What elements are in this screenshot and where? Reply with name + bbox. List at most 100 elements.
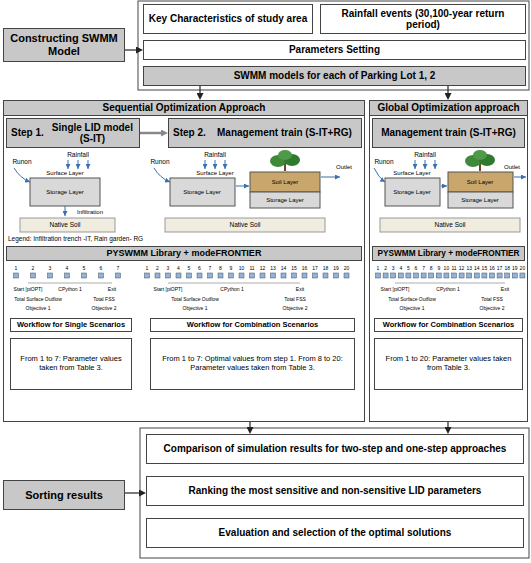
workflow-node-icon bbox=[31, 273, 36, 278]
workflow-label: 19 bbox=[333, 266, 339, 271]
sketch-label: Runon bbox=[150, 159, 169, 166]
box-text: From 1 to 7: Parameter values taken from… bbox=[15, 355, 127, 372]
workflow-node-icon bbox=[48, 273, 53, 278]
workflow-label: CPython 1 bbox=[436, 287, 459, 292]
workflow-label: 1 bbox=[377, 266, 380, 271]
workflow-label: 10 bbox=[239, 266, 245, 271]
workflow-label: 11 bbox=[451, 266, 456, 271]
workflow-node-icon bbox=[229, 273, 234, 278]
sketch-label: Native Soil bbox=[49, 222, 80, 229]
workflow-label: Start [piOPT] bbox=[154, 287, 183, 292]
workflow-label: Start [piOPT] bbox=[14, 287, 43, 292]
box-text: Evaluation and selection of the optimal … bbox=[219, 527, 452, 539]
workflow-label: CPython 1 bbox=[58, 287, 81, 292]
process-box: From 1 to 7: Optimal values from step 1.… bbox=[150, 338, 355, 390]
workflow-node-icon bbox=[271, 273, 276, 278]
workflow-label: 4 bbox=[177, 266, 180, 271]
process-box: Step 1.Single LID model (S-IT) bbox=[6, 118, 140, 148]
workflow-label: Exit bbox=[501, 287, 509, 292]
workflow-label: 17 bbox=[312, 266, 318, 271]
workflow-label: 19 bbox=[512, 266, 518, 271]
workflow-node-icon bbox=[302, 273, 307, 278]
sketch-label: Soil Layer bbox=[272, 179, 299, 185]
sketch-label: Rainfall bbox=[414, 152, 436, 159]
native-soil-band bbox=[380, 218, 520, 232]
workflow-node-icon bbox=[383, 273, 388, 278]
approach-panel: Global Optimization approachManagement t… bbox=[369, 100, 528, 422]
storage-layer-box bbox=[448, 192, 513, 208]
process-box: Management train (S-IT+RG) bbox=[372, 118, 525, 148]
workflow-label: 3 bbox=[392, 266, 395, 271]
workflow-label: Start [piOPT] bbox=[381, 287, 410, 292]
soil-layer-box bbox=[448, 172, 513, 192]
workflow-label: 9 bbox=[230, 266, 233, 271]
workflow-label: 11 bbox=[249, 266, 254, 271]
plant-icon bbox=[270, 150, 300, 171]
process-box: Workflow for Combination Scenarios bbox=[150, 318, 355, 332]
sketch-label: Surface Layer bbox=[393, 170, 430, 176]
workflow-label: 10 bbox=[444, 266, 450, 271]
workflow-label: 14 bbox=[281, 266, 287, 271]
workflow-label: Total FSS bbox=[284, 297, 306, 302]
workflow-label: 5 bbox=[83, 266, 86, 271]
workflow-label: 17 bbox=[497, 266, 503, 271]
sketch-label: Rainfall bbox=[204, 152, 226, 159]
workflow-label: 16 bbox=[302, 266, 308, 271]
workflow-node-icon bbox=[512, 273, 517, 278]
workflow-label: Objective 1 bbox=[182, 306, 207, 311]
sketch-label: Outlet bbox=[504, 164, 520, 170]
sketch-label: Surface Layer bbox=[196, 170, 233, 176]
workflow-label: Exit bbox=[108, 287, 116, 292]
box-text: SWMM models for each of Parking Lot 1, 2 bbox=[234, 70, 436, 82]
workflow-label: 2 bbox=[384, 266, 387, 271]
sketch-label: Native Soil bbox=[434, 222, 465, 229]
workflow-node-icon bbox=[208, 273, 213, 278]
workflow-label: 20 bbox=[344, 266, 350, 271]
workflow-label: 4 bbox=[66, 266, 69, 271]
workflow-label: 12 bbox=[260, 266, 266, 271]
sketch-label: Outlet bbox=[336, 164, 352, 170]
box-text: Rainfall events (30,100-year return peri… bbox=[325, 8, 521, 31]
flow-arrow bbox=[447, 422, 448, 427]
workflow-label: 5 bbox=[407, 266, 410, 271]
workflow-label: 18 bbox=[323, 266, 329, 271]
workflow-label: 15 bbox=[482, 266, 488, 271]
workflow-node-icon bbox=[391, 273, 396, 278]
workflow-label: 5 bbox=[188, 266, 191, 271]
native-soil-band bbox=[165, 218, 325, 232]
workflow-node-icon bbox=[155, 273, 160, 278]
workflow-node-icon bbox=[414, 273, 419, 278]
workflow-label: Objective 2 bbox=[479, 306, 504, 311]
process-box: PYSWMM Library + modeFRONTIER bbox=[372, 246, 525, 261]
workflow-label: Total FSS bbox=[481, 297, 503, 302]
workflow-icons bbox=[14, 273, 525, 283]
process-box: From 1 to 20: Parameter values taken fro… bbox=[374, 338, 523, 390]
workflow-node-icon bbox=[467, 273, 472, 278]
workflow-node-icon bbox=[14, 273, 19, 278]
workflow-label: 13 bbox=[270, 266, 276, 271]
flow-arrow bbox=[140, 132, 161, 135]
workflow-label: 6 bbox=[198, 266, 201, 271]
workflow-label: 8 bbox=[219, 266, 222, 271]
workflow-label: 7 bbox=[117, 266, 120, 271]
workflow-label: 20 bbox=[520, 266, 526, 271]
storage-layer-box bbox=[170, 178, 235, 206]
workflow-node-icon bbox=[429, 273, 434, 278]
workflow-node-icon bbox=[218, 273, 223, 278]
workflow-node-icon bbox=[421, 273, 426, 278]
top-frame bbox=[138, 1, 529, 90]
workflow-node-icon bbox=[436, 273, 441, 278]
process-box: SWMM models for each of Parking Lot 1, 2 bbox=[143, 66, 526, 86]
approach-panel: Sequential Optimization ApproachStep 1.S… bbox=[3, 100, 365, 422]
process-box: Workflow for Single Scenarios bbox=[10, 318, 132, 332]
workflow-link bbox=[168, 283, 300, 284]
workflow-label: 14 bbox=[474, 266, 480, 271]
sketch-label: Infiltration bbox=[77, 209, 103, 215]
workflow-label: Total FSS bbox=[93, 297, 115, 302]
plant-icon bbox=[465, 150, 495, 171]
workflow-label: 4 bbox=[399, 266, 402, 271]
workflow-label: 18 bbox=[504, 266, 510, 271]
workflow-node-icon bbox=[520, 273, 525, 278]
sketch-label: Native Soil bbox=[229, 222, 260, 229]
